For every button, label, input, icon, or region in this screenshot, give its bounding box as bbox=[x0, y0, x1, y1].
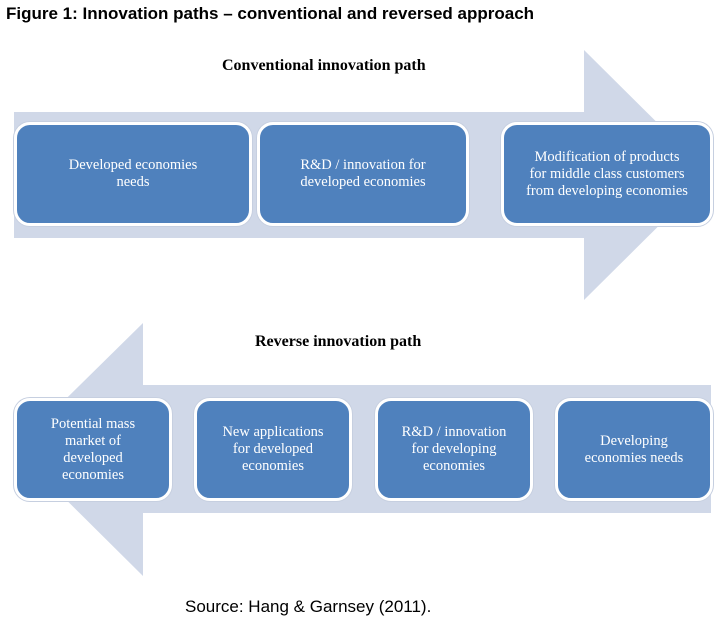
reverse-box-2: New applications for developed economies bbox=[194, 398, 352, 501]
conventional-box-3: Modification of products for middle clas… bbox=[501, 122, 713, 226]
conventional-box-3-label: Modification of products for middle clas… bbox=[526, 148, 688, 199]
figure-title: Figure 1: Innovation paths – conventiona… bbox=[6, 4, 535, 23]
source-caption: Source: Hang & Garnsey (2011). bbox=[185, 597, 432, 616]
reverse-path-title: Reverse innovation path bbox=[255, 333, 422, 350]
reverse-box-3: R&D / innovation for developing economie… bbox=[375, 398, 533, 501]
conventional-box-1: Developed economies needs bbox=[14, 122, 252, 226]
reverse-box-4: Developing economies needs bbox=[555, 398, 713, 501]
conventional-box-2: R&D / innovation for developed economies bbox=[257, 122, 469, 226]
reverse-arrow-shape bbox=[15, 323, 711, 576]
reverse-box-1: Potential mass market of developed econo… bbox=[14, 398, 172, 501]
conventional-box-2-label: R&D / innovation for developed economies bbox=[300, 157, 426, 190]
reverse-box-4-label: Developing economies needs bbox=[584, 432, 684, 466]
reverse-box-3-label: R&D / innovation for developing economie… bbox=[401, 424, 507, 474]
reverse-box-1-label: Potential mass market of developed econo… bbox=[50, 415, 136, 483]
conventional-box-1-label: Developed economies needs bbox=[68, 157, 198, 190]
reverse-box-2-label: New applications for developed economies bbox=[222, 424, 324, 474]
conventional-path-title: Conventional innovation path bbox=[222, 57, 426, 74]
